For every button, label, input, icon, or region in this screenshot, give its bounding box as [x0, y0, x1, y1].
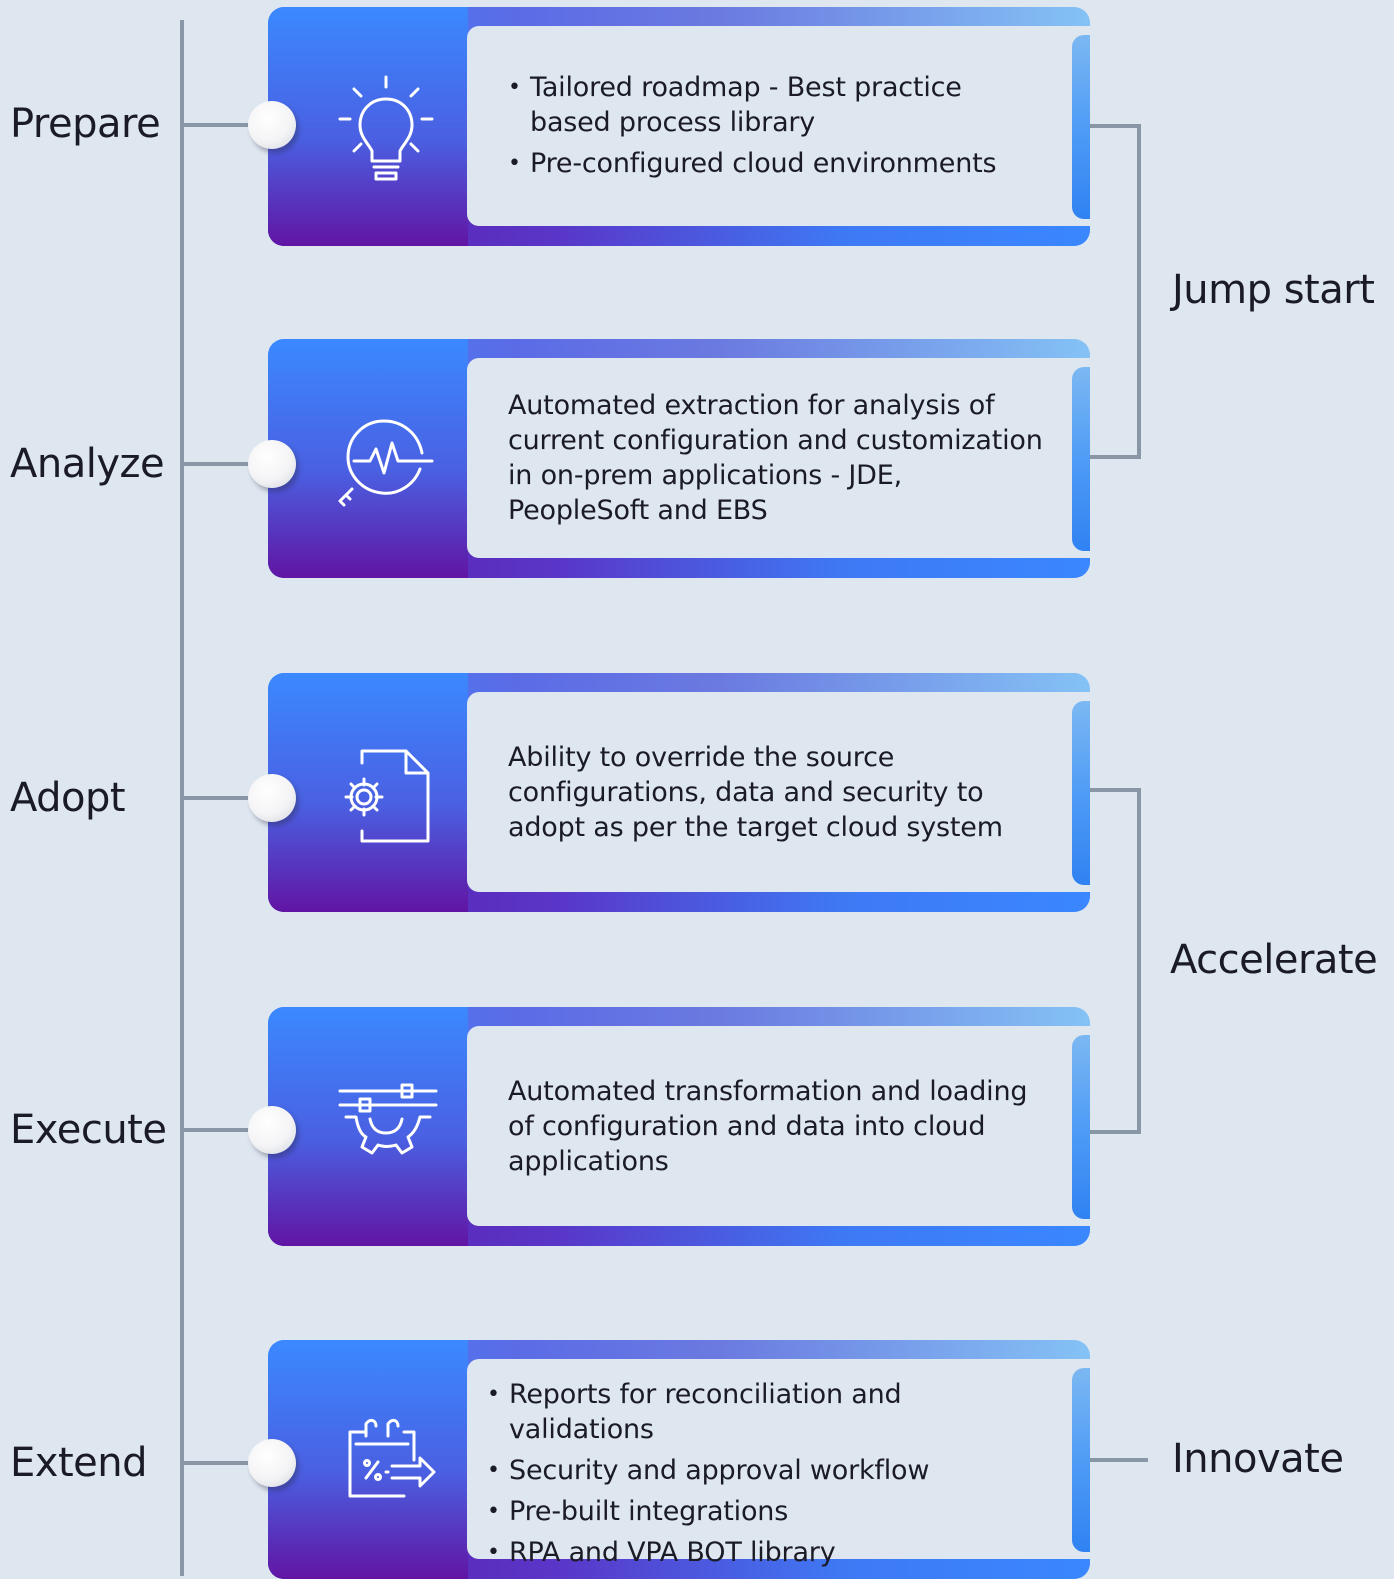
phase-label-execute: Execute — [10, 1107, 167, 1153]
node-execute — [248, 1106, 296, 1154]
list-item: Security and approval workflow — [487, 1453, 1050, 1488]
node-extend — [248, 1439, 296, 1487]
card-extend: Reports for reconciliation and validatio… — [268, 1340, 1090, 1579]
bracket-accelerate — [1090, 788, 1141, 1134]
phase-label-prepare: Prepare — [10, 101, 161, 147]
analyze-description: Automated extraction for analysis of cur… — [508, 390, 1043, 526]
lightbulb-icon — [326, 67, 446, 187]
node-adopt — [248, 774, 296, 822]
calendar-percent-arrow-icon — [326, 1400, 446, 1520]
adopt-description: Ability to override the source configura… — [508, 741, 1003, 843]
card-execute: Automated transformation and loading of … — [268, 1007, 1090, 1246]
phase-label-adopt: Adopt — [10, 775, 126, 821]
group-label-innovate: Innovate — [1172, 1436, 1344, 1482]
list-item: RPA and VPA BOT library — [487, 1535, 1050, 1570]
phase-label-analyze: Analyze — [10, 441, 165, 487]
document-gear-icon — [326, 733, 446, 853]
bracket-jump-start — [1090, 124, 1141, 459]
extend-bullet-list: Reports for reconciliation and validatio… — [487, 1377, 1050, 1570]
card-adopt: Ability to override the source configura… — [268, 673, 1090, 912]
group-label-jump-start: Jump start — [1172, 267, 1375, 313]
node-analyze — [248, 440, 296, 488]
list-item: Tailored roadmap - Best practice based p… — [508, 70, 1050, 140]
group-label-accelerate: Accelerate — [1170, 937, 1378, 983]
execute-description: Automated transformation and loading of … — [508, 1075, 1028, 1177]
card-prepare: Tailored roadmap - Best practice based p… — [268, 7, 1090, 246]
list-item: Pre-built integrations — [487, 1494, 1050, 1529]
phase-label-extend: Extend — [10, 1440, 147, 1486]
analysis-pulse-icon — [326, 399, 446, 519]
prepare-bullet-list: Tailored roadmap - Best practice based p… — [508, 70, 1050, 181]
list-item: Pre-configured cloud environments — [508, 146, 1050, 181]
gear-settings-icon — [326, 1067, 446, 1187]
node-prepare — [248, 101, 296, 149]
card-analyze: Automated extraction for analysis of cur… — [268, 339, 1090, 578]
list-item: Reports for reconciliation and validatio… — [487, 1377, 1050, 1447]
